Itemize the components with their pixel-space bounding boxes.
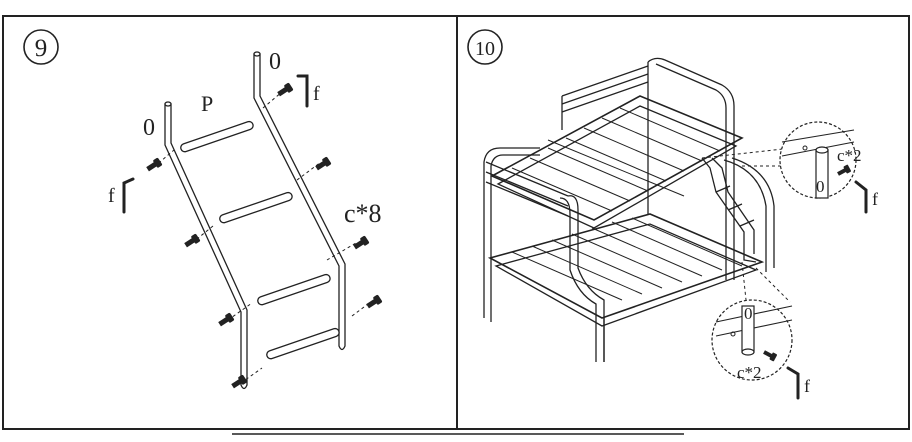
step-9-number: 9 <box>35 35 48 62</box>
ladder-left-rail <box>164 103 248 390</box>
label-o-right: 0 <box>269 49 281 75</box>
ladder-rung-2 <box>219 191 293 224</box>
bolt-icon <box>231 374 248 389</box>
bolt-icon <box>763 350 778 362</box>
allen-key-icon <box>296 74 309 108</box>
step-9-badge: 9 <box>23 29 59 65</box>
ladder <box>164 51 346 390</box>
label-c-count: c*8 <box>344 199 382 228</box>
ladder-rung-3 <box>257 273 331 306</box>
top-deck-slats <box>511 107 721 212</box>
label-f-top-right: f <box>872 189 878 209</box>
label-c-top: c*2 <box>837 146 862 165</box>
label-f-top: f <box>313 83 320 105</box>
allen-key-icon <box>122 177 135 214</box>
bolt-icon <box>366 294 383 309</box>
allen-key-icon <box>854 180 868 214</box>
bottom-deck-slats <box>511 217 743 301</box>
top-bunk-deck <box>490 95 744 221</box>
label-c-bottom: c*2 <box>737 363 762 382</box>
step-9-circle <box>23 29 59 65</box>
ladder-rung-4 <box>266 327 340 360</box>
ladder-rung-1 <box>180 120 254 153</box>
label-f-left: f <box>108 185 115 207</box>
detail-callout-bottom <box>711 261 800 400</box>
bottom-bunk-deck <box>487 213 765 319</box>
step-10-circle <box>467 29 503 65</box>
step-10-number: 10 <box>475 38 495 60</box>
bolt-icon <box>837 164 852 176</box>
bolts-panel-9 <box>146 82 383 389</box>
bolt-icon <box>146 157 163 172</box>
bolt-icon <box>277 82 294 97</box>
bolt-icon <box>353 235 370 250</box>
label-o-bottom: 0 <box>744 304 753 323</box>
label-f-bottom: f <box>804 376 810 396</box>
bunk-bed <box>483 57 775 362</box>
allen-key-icon <box>786 366 800 400</box>
label-p: P <box>201 91 213 116</box>
bolt-icon <box>218 312 235 327</box>
label-o-left: 0 <box>143 115 155 141</box>
label-o-top: 0 <box>816 177 825 196</box>
panel-10-frame <box>456 15 910 430</box>
detail-callout-top <box>701 121 868 214</box>
step-10-badge: 10 <box>467 29 503 65</box>
ladder-right-rail-cap <box>253 51 261 57</box>
allen-keys-panel-9 <box>122 74 309 214</box>
bolt-icon <box>184 233 201 248</box>
bolt-icon <box>315 156 332 171</box>
ladder-left-rail-cap <box>164 101 172 107</box>
panel-9-frame <box>2 15 458 430</box>
